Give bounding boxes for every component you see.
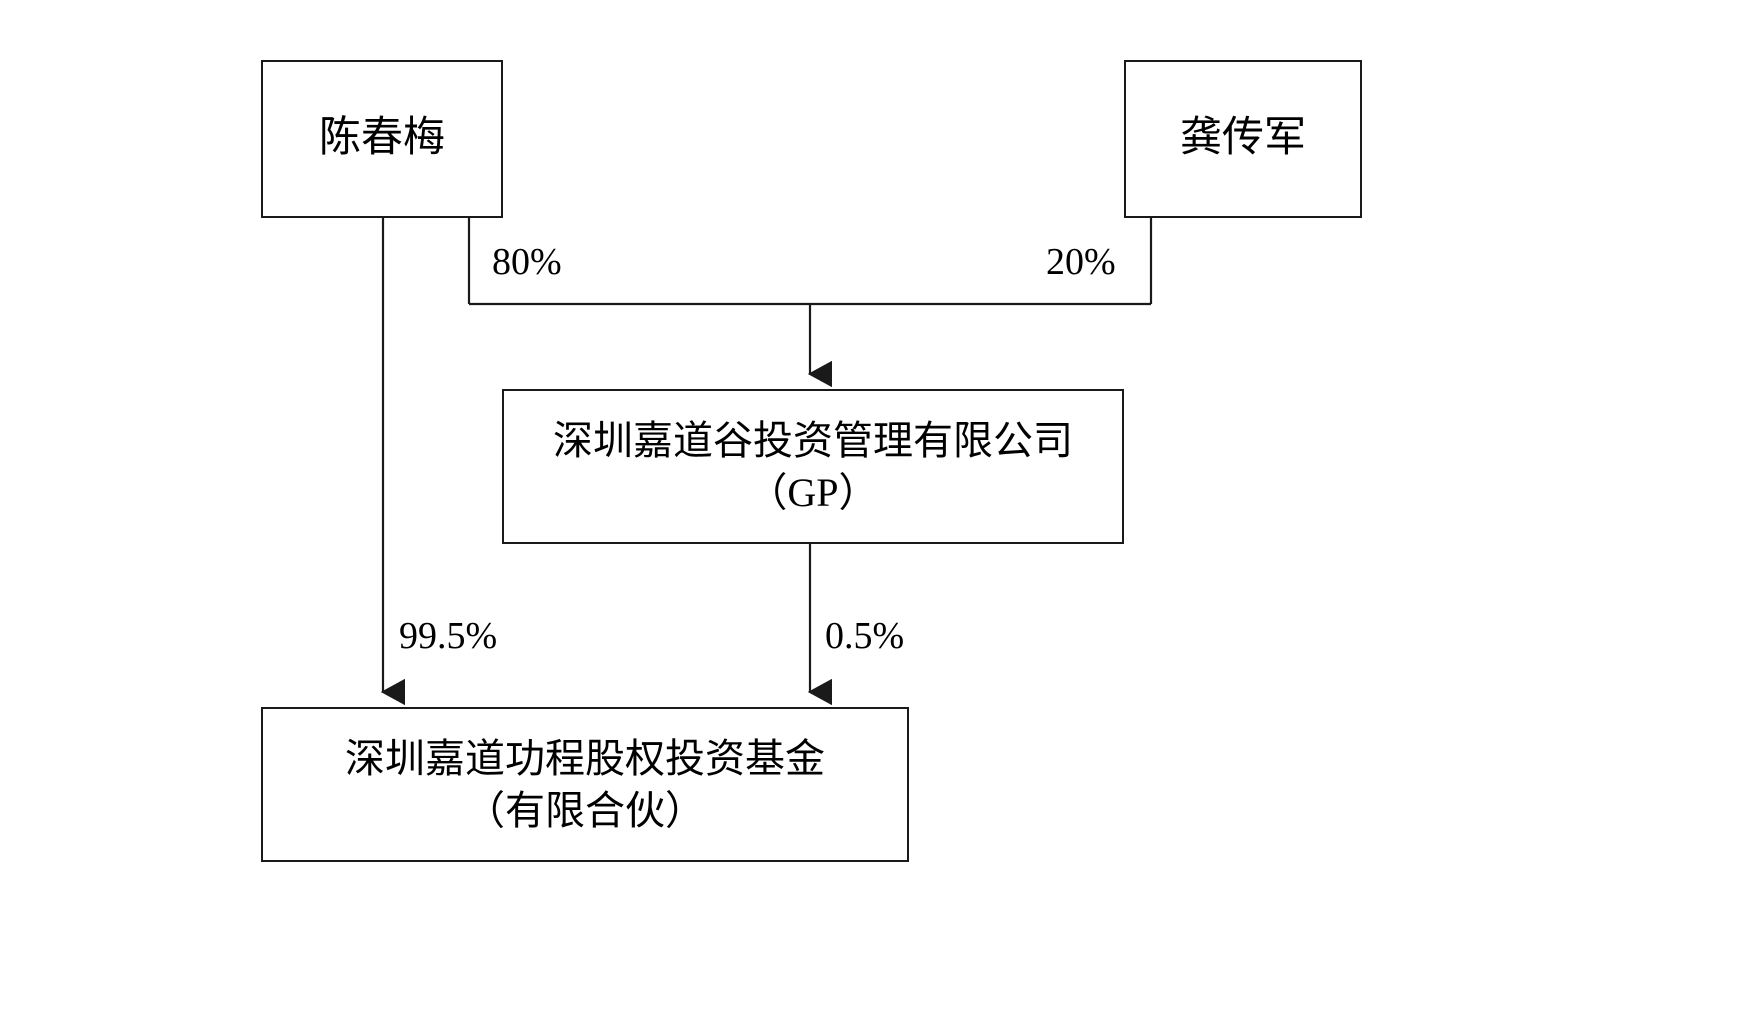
node-jiadao-gongcheng-fund-label: 深圳嘉道功程股权投资基金 （有限合伙） xyxy=(345,736,825,833)
node-jiadao-gongcheng-fund[interactable]: 深圳嘉道功程股权投资基金 （有限合伙） xyxy=(261,707,909,862)
node-jiadaogu-investment-gp[interactable]: 深圳嘉道谷投资管理有限公司 （GP） xyxy=(502,389,1124,544)
edge-label-gong-to-gp: 20% xyxy=(1046,241,1116,283)
node-chen-chunmei[interactable]: 陈春梅 xyxy=(261,60,503,218)
edge-label-chen-to-fund: 99.5% xyxy=(399,615,498,657)
node-gong-chuanjun-label: 龚传军 xyxy=(1179,115,1306,162)
node-chen-chunmei-label: 陈春梅 xyxy=(318,115,445,162)
node-gong-chuanjun[interactable]: 龚传军 xyxy=(1124,60,1362,218)
edge-label-gp-to-fund: 0.5% xyxy=(825,615,905,657)
node-jiadaogu-investment-gp-label: 深圳嘉道谷投资管理有限公司 （GP） xyxy=(553,418,1073,515)
edge-label-chen-to-gp: 80% xyxy=(492,241,562,283)
